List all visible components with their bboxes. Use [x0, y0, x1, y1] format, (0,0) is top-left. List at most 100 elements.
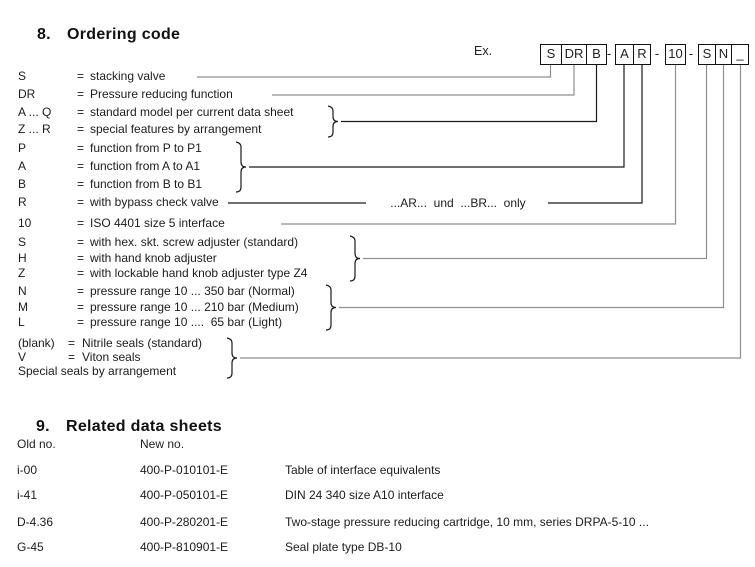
row-code: 10: [18, 216, 32, 230]
ordering-row: M = pressure range 10 ... 210 bar (Medium): [18, 300, 748, 315]
ordering-row: A=function from A to A1: [18, 159, 748, 174]
row-description: function from B to B1: [90, 177, 203, 191]
row-description: Special seals by arrangement: [18, 364, 177, 378]
row-code: N: [18, 284, 27, 298]
row-code: P: [18, 141, 27, 155]
code-cell: _: [731, 45, 748, 64]
code-cell: N: [715, 45, 731, 64]
row-code: B: [18, 177, 27, 191]
cell-description: DIN 24 340 size A10 interface: [285, 488, 444, 502]
equals-sign: =: [77, 195, 85, 209]
ordering-row: Z ... R = special features by arrangement: [18, 122, 748, 137]
row-description: with hex. skt. screw adjuster (standard): [90, 235, 299, 249]
row-code: M: [18, 300, 28, 314]
cell-new-no: 400-P-810901-E: [140, 540, 229, 554]
equals-sign: =: [77, 235, 85, 249]
cell-new-no: 400-P-280201-E: [140, 515, 229, 529]
cell-new-no: 400-P-050101-E: [140, 488, 229, 502]
ordering-row: L = pressure range 10 .... 65 bar (Light): [18, 315, 748, 330]
cell-old-no: D-4.36: [17, 515, 54, 529]
ordering-row: Z=with lockable hand knob adjuster type …: [18, 266, 748, 281]
bypass-note: ...AR... und ...BR... only: [390, 196, 526, 210]
row-description: pressure range 10 ... 350 bar (Normal): [90, 284, 295, 298]
row-code: S: [18, 69, 27, 83]
section9-number: 9.: [35, 418, 50, 435]
row-description: with bypass check valve: [90, 195, 219, 209]
code-cell: R: [633, 45, 650, 64]
section8-title: Ordering code: [66, 26, 181, 43]
code-cell: S: [546, 46, 556, 61]
row-code: Z ... R: [18, 122, 51, 136]
cell-old-no: i-41: [17, 488, 38, 502]
section9-title: Related data sheets: [65, 418, 222, 435]
ordering-row: (blank)=Nitrile seals (standard): [18, 336, 748, 351]
row-code: (blank): [18, 336, 55, 350]
cell-new-no: 400-P-010101-E: [140, 463, 229, 477]
row-description: pressure range 10 ... 210 bar (Medium): [90, 300, 299, 314]
code-separator: -: [654, 46, 660, 61]
section8-heading: 8. Ordering code: [18, 8, 180, 62]
equals-sign: =: [77, 141, 85, 155]
ordering-row: S=stacking valve: [18, 69, 748, 84]
row-description: Viton seals: [82, 350, 141, 364]
equals-sign: =: [77, 87, 85, 101]
ordering-row: R = with bypass check valve: [18, 195, 748, 210]
equals-sign: =: [68, 350, 76, 364]
section8-number: 8.: [36, 26, 51, 43]
code-cell: A: [620, 46, 629, 61]
equals-sign: =: [77, 159, 85, 173]
row-description: Nitrile seals (standard): [82, 336, 203, 350]
row-description: pressure range 10 .... 65 bar (Light): [90, 315, 283, 329]
ordering-row: DR=Pressure reducing function: [18, 87, 748, 102]
row-description: stacking valve: [90, 69, 166, 83]
code-group: 10: [665, 44, 686, 65]
row-description: with lockable hand knob adjuster type Z4: [90, 266, 308, 280]
row-code: L: [18, 315, 25, 329]
row-description: function from A to A1: [90, 159, 201, 173]
code-cell: DR: [561, 45, 586, 64]
row-code: H: [18, 251, 27, 265]
row-code: S: [18, 235, 27, 249]
cell-description: Table of interface equivalents: [285, 463, 441, 477]
row-code: V: [18, 350, 27, 364]
row-code: Z: [18, 266, 26, 280]
row-description: ISO 4401 size 5 interface: [90, 216, 225, 230]
code-cell: 10: [668, 46, 683, 61]
row-code: A ... Q: [18, 105, 52, 119]
code-cell: S: [702, 46, 712, 61]
code-separator: -: [606, 46, 612, 61]
ordering-row: B=function from B to B1: [18, 177, 748, 192]
equals-sign: =: [77, 284, 85, 298]
row-code: R: [18, 195, 27, 209]
ordering-row: P=function from P to P1: [18, 141, 748, 156]
table-row: D-4.36 400-P-280201-E Two-stage pressure r…: [17, 515, 747, 530]
equals-sign: =: [77, 122, 85, 136]
ordering-row: Special seals by arrangement: [18, 364, 748, 379]
row-description: standard model per current data sheet: [90, 105, 294, 119]
cell-description: Two-stage pressure reducing cartridge, 1…: [285, 515, 649, 529]
table-row: i-00 400-P-010101-E Table of interface equ…: [17, 463, 747, 478]
row-description: with hand knob adjuster: [90, 251, 217, 265]
table-header: Old no. New no.: [0, 437, 755, 452]
ordering-row: S = with hex. skt. screw adjuster (standar…: [18, 235, 748, 250]
cell-description: Seal plate type DB-10: [285, 540, 402, 554]
equals-sign: =: [77, 300, 85, 314]
code-cell: B: [586, 45, 606, 64]
equals-sign: =: [77, 216, 85, 230]
ordering-row: A ... Q = standard model per current data …: [18, 105, 748, 120]
row-description: Pressure reducing function: [90, 87, 233, 101]
equals-sign: =: [77, 251, 85, 265]
equals-sign: =: [77, 315, 85, 329]
row-description: special features by arrangement: [90, 122, 262, 136]
cell-old-no: i-00: [17, 463, 38, 477]
ordering-row: H = with hand knob adjuster: [18, 251, 748, 266]
ordering-row: 10 = ISO 4401 size 5 interface: [18, 216, 748, 231]
code-separator: -: [688, 46, 694, 61]
equals-sign: =: [77, 105, 85, 119]
table-row: i-41 400-P-050101-E DIN 24 340 size A10 in…: [17, 488, 747, 503]
